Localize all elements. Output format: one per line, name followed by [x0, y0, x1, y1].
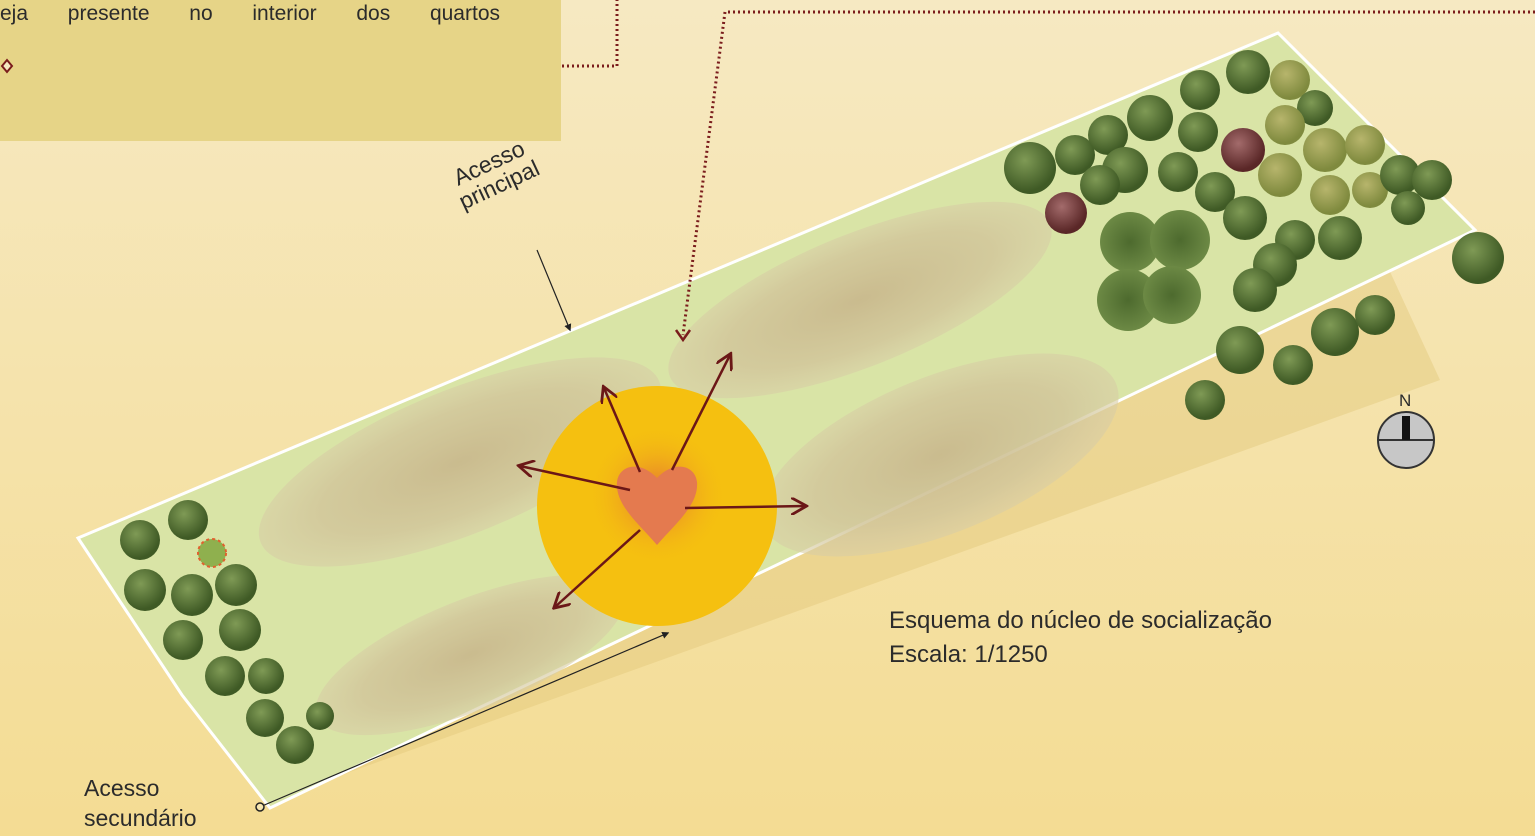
- open-area-left: [258, 357, 662, 567]
- tree-icon: [120, 520, 160, 560]
- tree-icon: [306, 702, 334, 730]
- connector-start-marker: [0, 58, 14, 74]
- tree-icon: [1345, 125, 1385, 165]
- heart-icon: [616, 466, 698, 545]
- caption-title: Esquema do núcleo de socialização: [889, 607, 1272, 634]
- tree-icon: [1178, 112, 1218, 152]
- radial-arrows: [520, 355, 805, 607]
- tree-icon: [1452, 232, 1504, 284]
- secondary-access-label: Acesso secundário: [84, 773, 197, 833]
- tree-icon: [1195, 172, 1235, 212]
- tree-icon: [1270, 60, 1310, 100]
- tree-icon: [1080, 165, 1120, 205]
- tree-icon: [1180, 70, 1220, 110]
- tree-icon: [1303, 128, 1347, 172]
- tree-icon: [1055, 135, 1095, 175]
- tree-icon: [215, 564, 257, 606]
- tree-icon: [1233, 268, 1277, 312]
- secondary-access-label-line2: secundário: [84, 805, 197, 831]
- compass-letter: N: [1399, 391, 1412, 410]
- tree-icon: [1088, 115, 1128, 155]
- tree-icon: [276, 726, 314, 764]
- tree-icon: [163, 620, 203, 660]
- diagram-caption: Esquema do núcleo de socialização Escala…: [889, 604, 1272, 672]
- arrow-north-west: [604, 388, 642, 473]
- arrow-east: [684, 506, 805, 508]
- tree-icon: [1221, 128, 1265, 172]
- tree-icon: [168, 500, 208, 540]
- arrow-south-west: [555, 529, 641, 607]
- tree-icon: [1297, 90, 1333, 126]
- tree-icon: [124, 569, 166, 611]
- tree-icon: [1127, 95, 1173, 141]
- open-area-top: [668, 201, 1052, 399]
- caption-scale: Escala: 1/1250: [889, 641, 1048, 668]
- open-area-bottom: [315, 574, 625, 736]
- open-area-right: [761, 353, 1119, 557]
- tree-icon: [1143, 266, 1201, 324]
- tree-icon: [1226, 50, 1270, 94]
- arrow-west: [520, 466, 631, 492]
- intro-text-box: eja presente no interior dos quartos: [0, 0, 561, 141]
- tree-icon: [1150, 210, 1210, 270]
- tree-icon: [1352, 172, 1388, 208]
- tree-icon: [1223, 196, 1267, 240]
- tree-icon: [1045, 192, 1087, 234]
- tree-icon: [248, 658, 284, 694]
- tree-icon: [1391, 191, 1425, 225]
- intro-text-line: eja presente no interior dos quartos: [0, 2, 500, 25]
- tree-icon: [1355, 295, 1395, 335]
- tree-icon: [1185, 380, 1225, 420]
- tree-icon: [205, 656, 245, 696]
- tree-icon: [1004, 142, 1056, 194]
- tree-icon: [1100, 212, 1160, 272]
- tree-icon: [1265, 105, 1305, 145]
- tree-icon: [1310, 175, 1350, 215]
- tree-icon: [1311, 308, 1359, 356]
- tree-cluster-left: [120, 500, 334, 764]
- tree-icon: [246, 699, 284, 737]
- tree-cluster-right: [1004, 50, 1504, 420]
- tree-icon: [1258, 153, 1302, 197]
- dotted-connector-right: [681, 10, 1535, 336]
- tree-icon: [1216, 326, 1264, 374]
- dotted-connector-arrowhead: [674, 329, 692, 343]
- tree-icon: [1380, 155, 1420, 195]
- tree-icon: [1097, 269, 1159, 331]
- tree-icon: [1158, 152, 1198, 192]
- tree-icon: [219, 609, 261, 651]
- main-access-leader: [536, 249, 572, 332]
- tree-icon: [1273, 345, 1313, 385]
- secondary-access-leader: [261, 631, 670, 807]
- secondary-access-label-line1: Acesso: [84, 775, 160, 801]
- north-arrow-icon: [1377, 411, 1435, 469]
- tree-icon: [171, 574, 213, 616]
- arrow-north-east: [670, 355, 730, 471]
- flowering-tree-icon: [197, 538, 227, 568]
- tree-icon: [1412, 160, 1452, 200]
- secondary-access-point: [255, 802, 265, 812]
- path-areas: [258, 201, 1119, 736]
- tree-icon: [1318, 216, 1362, 260]
